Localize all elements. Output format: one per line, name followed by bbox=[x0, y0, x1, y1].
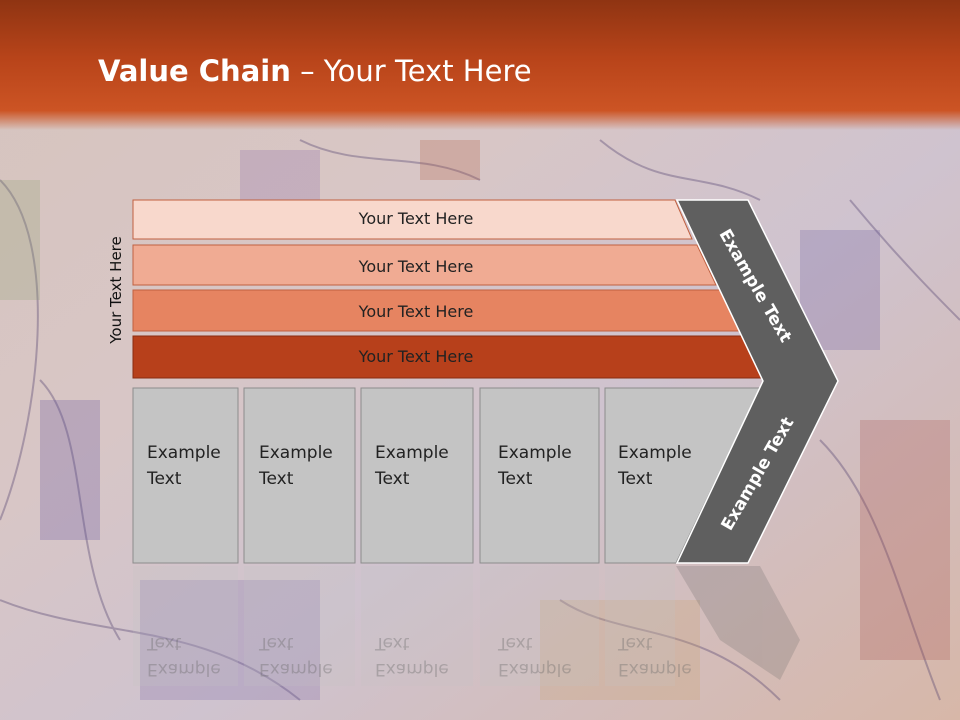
bar-4-label: Your Text Here bbox=[358, 347, 474, 366]
chevron-arrow[interactable] bbox=[675, 199, 839, 564]
box-2-line2: Text bbox=[259, 469, 294, 489]
bar-1-label: Your Text Here bbox=[358, 209, 474, 228]
box-5-line2: Text bbox=[618, 469, 653, 489]
box-4-line2: Text bbox=[498, 469, 533, 489]
bar-2-label: Your Text Here bbox=[358, 257, 474, 276]
box-2[interactable] bbox=[243, 387, 356, 564]
box-3[interactable] bbox=[360, 387, 474, 564]
box-1-line2: Text bbox=[147, 469, 182, 489]
box-3-line1: Example bbox=[375, 443, 449, 463]
box-2-line1: Example bbox=[259, 443, 333, 463]
header-band bbox=[0, 0, 960, 130]
box-1[interactable] bbox=[132, 387, 239, 564]
title-rest: – Your Text Here bbox=[290, 54, 532, 88]
box-4[interactable] bbox=[479, 387, 600, 564]
box-3-line2: Text bbox=[375, 469, 410, 489]
bar-2[interactable] bbox=[132, 244, 717, 286]
box-1-line1: Example bbox=[147, 443, 221, 463]
box-5-line1: Example bbox=[618, 443, 692, 463]
box-5[interactable] bbox=[604, 387, 761, 564]
bar-3-label: Your Text Here bbox=[358, 302, 474, 321]
title-bold: Value Chain bbox=[98, 54, 291, 88]
box-4-line1: Example bbox=[498, 443, 572, 463]
bar-1[interactable] bbox=[132, 199, 693, 240]
page-title: Value Chain – Your Text Here bbox=[98, 54, 532, 88]
